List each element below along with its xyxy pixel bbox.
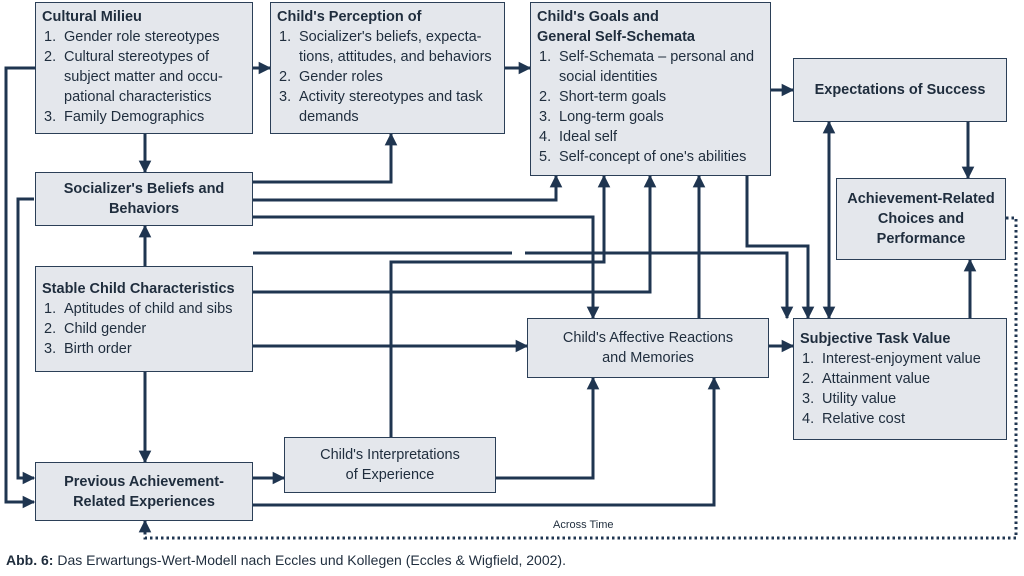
subjective-value-list: 1.Interest-enjoyment value 2.Attainment …	[800, 349, 1000, 429]
arrow-socializer-to-goals	[253, 174, 563, 202]
previous-achievement-box: Previous Achievement- Related Experience…	[35, 462, 253, 521]
list-item: 4.Relative cost	[802, 411, 906, 427]
interpretations-line1: Child's Interpretations	[320, 447, 460, 463]
arrow-interpretations-to-affective	[496, 376, 600, 480]
childs-goals-box: Child's Goals and General Self-Schemata …	[530, 2, 771, 176]
list-item: 1.Socializer's beliefs, expecta-tions, a…	[279, 29, 492, 65]
arrow-milieu-to-previous	[4, 66, 36, 509]
socializers-beliefs-line2: Behaviors	[108, 201, 180, 217]
list-item: 3.Activity stereotypes and task demands	[279, 89, 483, 125]
arrow-socializer-to-perception	[253, 132, 398, 184]
list-item: 2.Short-term goals	[539, 89, 667, 105]
previous-achievement-line2: Related Experiences	[73, 493, 215, 510]
childs-perception-title: Child's Perception of	[277, 9, 422, 25]
expectations-box: Expectations of Success	[793, 58, 1007, 122]
caption-prefix: Abb. 6:	[6, 552, 54, 568]
childs-goals-title-line2: General Self-Schemata	[537, 29, 695, 45]
stable-child-list: 1.Aptitudes of child and sibs 2.Child ge…	[42, 299, 246, 359]
list-item: 2.Cultural stereotypes of subject matter…	[44, 49, 223, 105]
achievement-choices-line1: Achievement-Related	[847, 191, 995, 207]
previous-achievement-line1: Previous Achievement-	[64, 473, 224, 490]
interpretations-line2: of Experience	[345, 467, 435, 483]
subjective-value-box: Subjective Task Value 1.Interest-enjoyme…	[793, 318, 1007, 440]
list-item: 2.Gender roles	[279, 69, 383, 85]
stable-child-box: Stable Child Characteristics 1.Aptitudes…	[35, 266, 253, 372]
list-item: 1.Interest-enjoyment value	[802, 351, 981, 367]
affective-reactions-box: Child's Affective Reactions and Memories	[527, 318, 769, 378]
list-item: 2.Child gender	[44, 321, 147, 337]
interpretations-box: Child's Interpretations of Experience	[284, 437, 496, 493]
list-item: 3.Utility value	[802, 391, 897, 407]
list-item: 2.Attainment value	[802, 371, 931, 387]
childs-goals-title-line1: Child's Goals and	[537, 9, 659, 25]
arrow-interpretations-to-goals	[389, 174, 611, 437]
stable-child-title: Stable Child Characteristics	[42, 281, 235, 297]
achievement-choices-box: Achievement-Related Choices and Performa…	[836, 178, 1006, 260]
socializers-beliefs-box: Socializer's Beliefs and Behaviors	[35, 172, 253, 226]
childs-perception-list: 1.Socializer's beliefs, expecta-tions, a…	[277, 27, 498, 127]
arrow-previous-to-affective	[253, 376, 721, 507]
affective-reactions-line2: and Memories	[602, 350, 694, 366]
achievement-choices-line2: Choices and	[877, 211, 965, 227]
socializers-beliefs-line1: Socializer's Beliefs and	[63, 181, 225, 197]
figure-caption: Abb. 6: Das Erwartungs-Wert-Modell nach …	[6, 552, 566, 568]
list-item: 4.Ideal self	[539, 129, 618, 145]
across-time-label: Across Time	[553, 519, 614, 531]
arrow-stable-to-value	[253, 251, 787, 318]
list-item: 1.Aptitudes of child and sibs	[44, 301, 233, 317]
affective-reactions-line1: Child's Affective Reactions	[562, 330, 734, 346]
achievement-choices-line3: Performance	[876, 231, 966, 247]
list-item: 3.Family Demographics	[44, 109, 205, 125]
childs-perception-box: Child's Perception of 1.Socializer's bel…	[270, 2, 505, 134]
cultural-milieu-list: 1.Gender role stereotypes 2.Cultural ste…	[42, 27, 246, 127]
list-item: 1.Self-Schemata – personal and social id…	[539, 49, 755, 85]
childs-goals-list: 1.Self-Schemata – personal and social id…	[537, 47, 764, 167]
arrow-socializer-to-affective	[253, 215, 600, 320]
arrow-stable-to-goals	[253, 174, 657, 294]
expectations-title: Expectations of Success	[814, 82, 986, 98]
cultural-milieu-title: Cultural Milieu	[42, 9, 142, 25]
cultural-milieu-box: Cultural Milieu 1.Gender role stereotype…	[35, 2, 253, 134]
arrow-goals-to-value	[745, 176, 815, 320]
list-item: 3.Birth order	[44, 341, 132, 357]
arrow-across-time-feedback	[138, 216, 1018, 540]
arrow-socializer-to-previous	[16, 197, 36, 485]
list-item: 3.Long-term goals	[539, 109, 664, 125]
subjective-value-title: Subjective Task Value	[800, 331, 951, 347]
list-item: 1.Gender role stereotypes	[44, 29, 220, 45]
list-item: 5.Self-concept of one's abilities	[539, 149, 747, 165]
caption-text: Das Erwartungs-Wert-Modell nach Eccles u…	[53, 552, 566, 568]
